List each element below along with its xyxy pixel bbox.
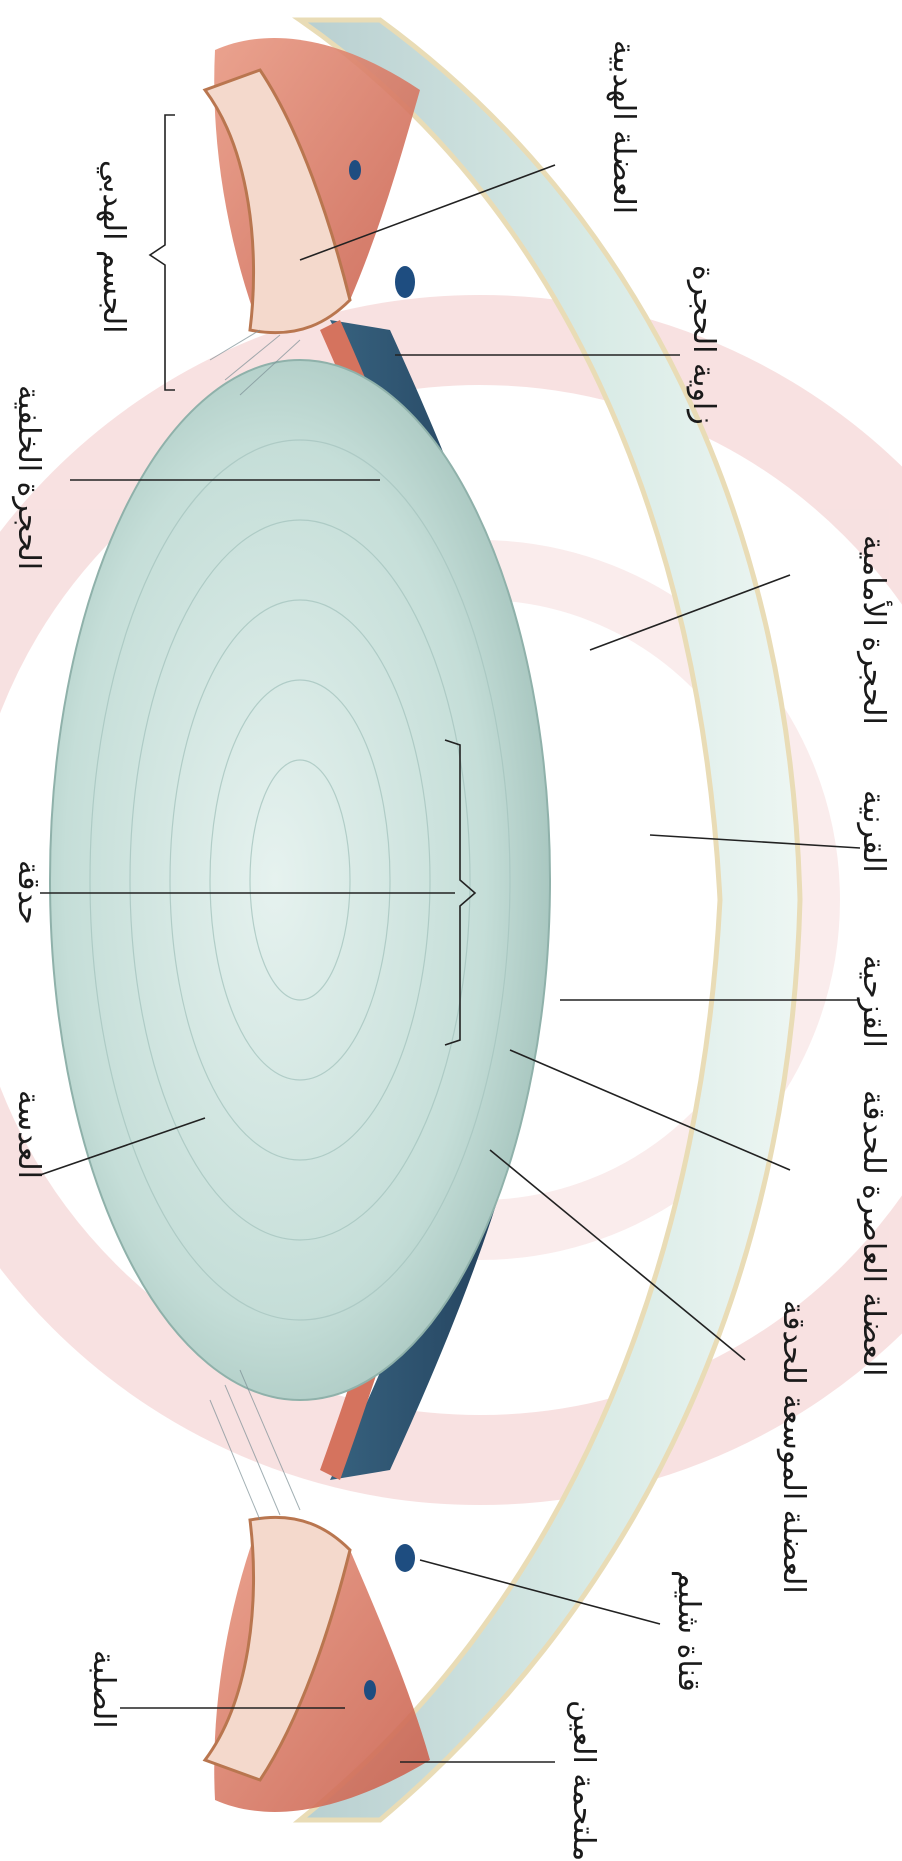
pupil-bracket xyxy=(444,739,477,1046)
label-cornea: القرنية xyxy=(856,790,891,873)
label-posterior-chamber: الحجرة الخلفية xyxy=(11,385,46,571)
zonular-fibers xyxy=(209,329,301,1521)
label-dilator-muscle: العضلة الموسعة للحدقة xyxy=(776,1300,811,1594)
lens-layers xyxy=(89,439,511,1321)
schlemm-canal-vessels xyxy=(349,160,415,1700)
label-schlemm-canal: قناة شليم xyxy=(671,1570,706,1692)
cornea-shape xyxy=(292,17,803,1823)
label-sphincter-muscle: العضلة العاصرة للحدقة xyxy=(856,1090,891,1377)
label-iridocorneal-angle: زاوية الحجرة xyxy=(686,265,721,425)
ciliary-body-top xyxy=(202,68,352,335)
label-ciliary-muscle: العضلة الهدبية xyxy=(606,40,641,215)
label-sclera: الصلبة xyxy=(86,1650,121,1729)
ciliary-body-bracket xyxy=(148,114,175,391)
label-iris: القزحية xyxy=(856,955,891,1048)
label-conjunctiva: ملتحمة العين xyxy=(566,1700,601,1861)
label-anterior-chamber: الحجرة الأمامية xyxy=(856,535,891,725)
lens-shape xyxy=(49,359,551,1401)
leader-lines xyxy=(39,164,861,1763)
ciliary-body-bottom xyxy=(202,1515,352,1782)
label-pupil: حدقة xyxy=(11,860,46,925)
label-ciliary-body: الجسم الهدبي xyxy=(96,160,131,334)
label-lens: العدسة xyxy=(11,1090,46,1179)
